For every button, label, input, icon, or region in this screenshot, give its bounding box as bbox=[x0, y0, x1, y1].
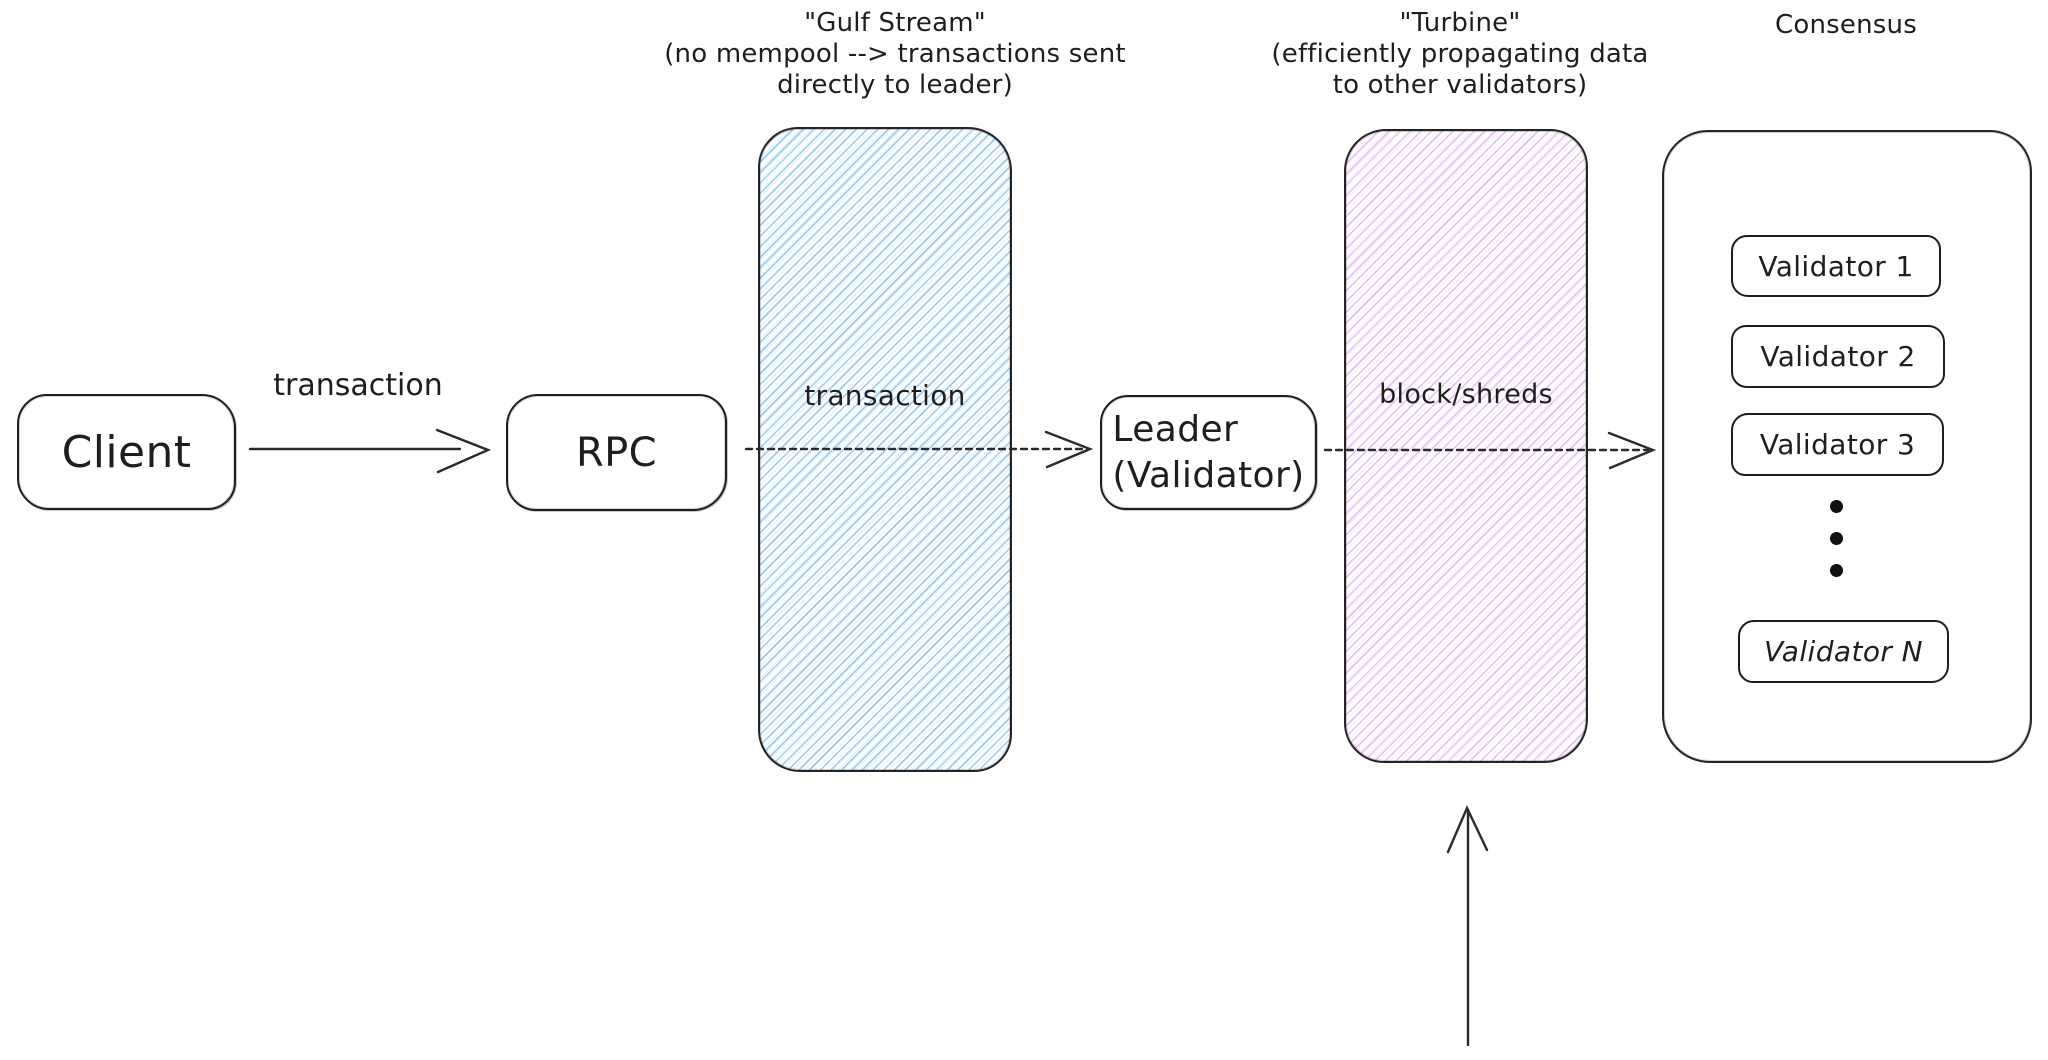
ellipsis-dot-icon: ● bbox=[1830, 564, 1843, 577]
validator-2-label: Validator 2 bbox=[1760, 340, 1916, 373]
client-node: Client bbox=[17, 394, 236, 510]
ellipsis-dot-icon: ● bbox=[1830, 500, 1843, 513]
consensus-title: Consensus bbox=[1775, 10, 1917, 40]
turbine-title-line1: "Turbine" bbox=[1399, 8, 1521, 38]
client-to-rpc-arrow-label: transaction bbox=[273, 368, 443, 403]
client-node-label: Client bbox=[61, 426, 192, 478]
validator-n-label: Validator N bbox=[1764, 635, 1923, 668]
validator-n-node: Validator N bbox=[1738, 620, 1949, 683]
turbine-title-line3: to other validators) bbox=[1332, 70, 1588, 100]
turbine-zone: block/shreds bbox=[1344, 129, 1588, 763]
turbine-title: "Turbine" (efficiently propagating data … bbox=[1240, 8, 1680, 101]
validator-1-node: Validator 1 bbox=[1731, 235, 1941, 297]
validator-3-label: Validator 3 bbox=[1759, 428, 1916, 461]
gulf-stream-title-line2: (no mempool --> transactions sent bbox=[664, 39, 1126, 69]
bottom-to-turbine-arrow bbox=[1446, 805, 1489, 1047]
ellipsis-dot-icon: ● bbox=[1830, 532, 1843, 545]
validator-2-node: Validator 2 bbox=[1731, 325, 1945, 388]
gulf-stream-title: "Gulf Stream" (no mempool --> transactio… bbox=[660, 8, 1130, 101]
turbine-title-line2: (efficiently propagating data bbox=[1271, 39, 1649, 69]
rpc-node: RPC bbox=[506, 394, 727, 511]
validator-3-node: Validator 3 bbox=[1731, 413, 1944, 476]
gulf-stream-zone: transaction bbox=[758, 127, 1012, 772]
gulf-stream-title-line3: directly to leader) bbox=[777, 70, 1013, 100]
leader-node: Leader (Validator) bbox=[1100, 395, 1317, 510]
validator-1-label: Validator 1 bbox=[1758, 249, 1914, 283]
gulf-stream-title-line1: "Gulf Stream" bbox=[804, 8, 986, 38]
gulf-stream-zone-label: transaction bbox=[804, 379, 966, 412]
rpc-node-label: RPC bbox=[575, 429, 658, 476]
client-to-rpc-arrow bbox=[248, 428, 492, 474]
leader-node-label-line2: (Validator) bbox=[1112, 454, 1305, 496]
turbine-zone-label: block/shreds bbox=[1379, 379, 1553, 410]
leader-node-label-line1: Leader bbox=[1112, 408, 1239, 450]
